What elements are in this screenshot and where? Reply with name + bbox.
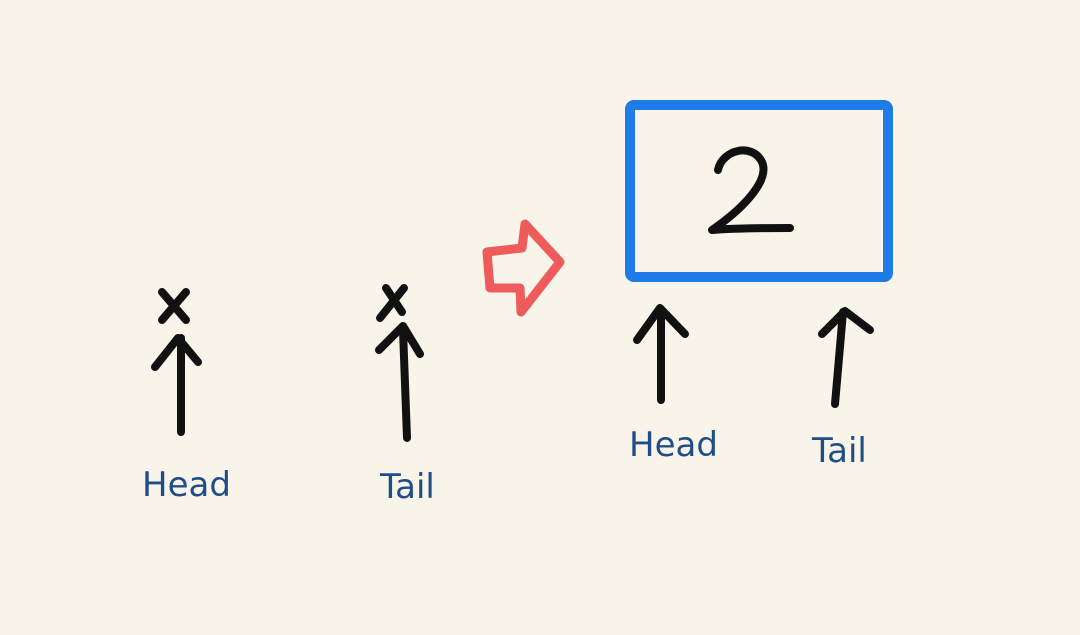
after-tail-label: Tail <box>812 431 867 471</box>
node-value: 2 <box>628 103 890 279</box>
before-tail-label: Tail <box>380 467 435 507</box>
node-box <box>625 100 893 282</box>
node-value-glyph <box>708 146 794 234</box>
up-arrow-icon <box>375 322 424 442</box>
up-arrow-icon <box>151 334 202 436</box>
before-head-pointer <box>151 288 202 436</box>
after-tail-arrow-icon <box>818 307 874 408</box>
before-head-label: Head <box>142 465 231 505</box>
before-tail-pointer <box>375 284 424 442</box>
x-mark-icon <box>158 288 190 324</box>
node-value-text: 2 <box>759 191 760 192</box>
after-head-label: Head <box>629 425 718 465</box>
right-arrow-icon <box>482 219 565 317</box>
after-head-arrow-icon <box>633 304 689 404</box>
x-mark-icon <box>376 284 408 322</box>
